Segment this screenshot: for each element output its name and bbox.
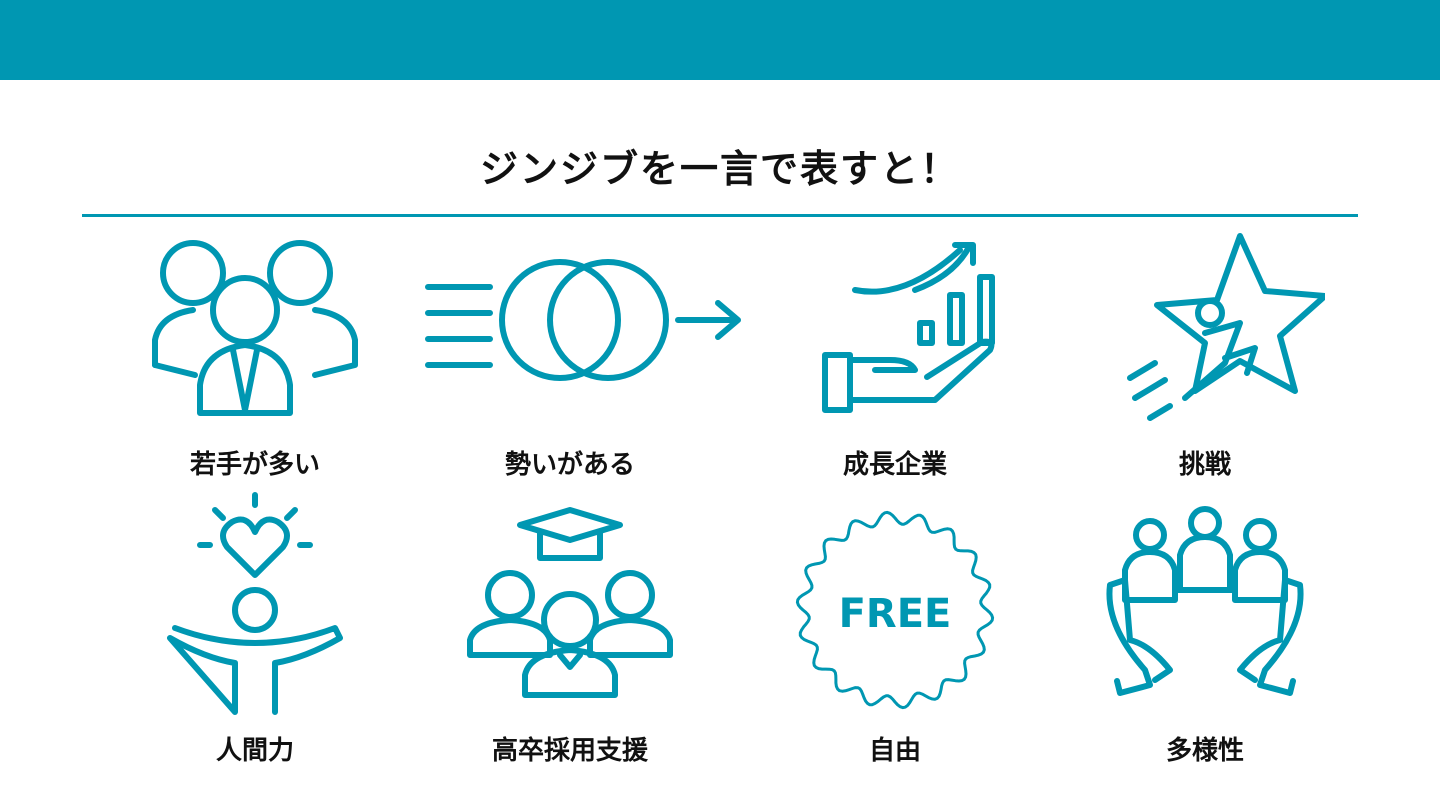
page-title: ジンジブを一言で表すと！ bbox=[479, 147, 960, 191]
growth-chart-hand-icon bbox=[745, 235, 1045, 420]
divider bbox=[82, 214, 1358, 217]
graduates-icon bbox=[420, 505, 720, 700]
item-label: 自由 bbox=[868, 736, 921, 766]
momentum-icon bbox=[420, 255, 741, 385]
hands-people-icon bbox=[1055, 505, 1355, 700]
item-label: 多様性 bbox=[1165, 736, 1244, 766]
star-runner-icon bbox=[1055, 228, 1355, 423]
header-bar bbox=[0, 0, 1440, 80]
free-badge-icon: FREE bbox=[745, 505, 1045, 715]
item-label: 成長企業 bbox=[842, 450, 947, 480]
item-label: 勢いがある bbox=[504, 450, 635, 480]
item-label: 人間力 bbox=[215, 736, 294, 766]
item-label: 挑戦 bbox=[1178, 450, 1231, 480]
item-label: 若手が多い bbox=[189, 450, 320, 480]
item-label: 高卒採用支援 bbox=[491, 736, 648, 766]
free-badge-text: FREE bbox=[839, 591, 952, 637]
person-heart-icon bbox=[105, 490, 405, 720]
people-group-icon bbox=[105, 235, 405, 420]
